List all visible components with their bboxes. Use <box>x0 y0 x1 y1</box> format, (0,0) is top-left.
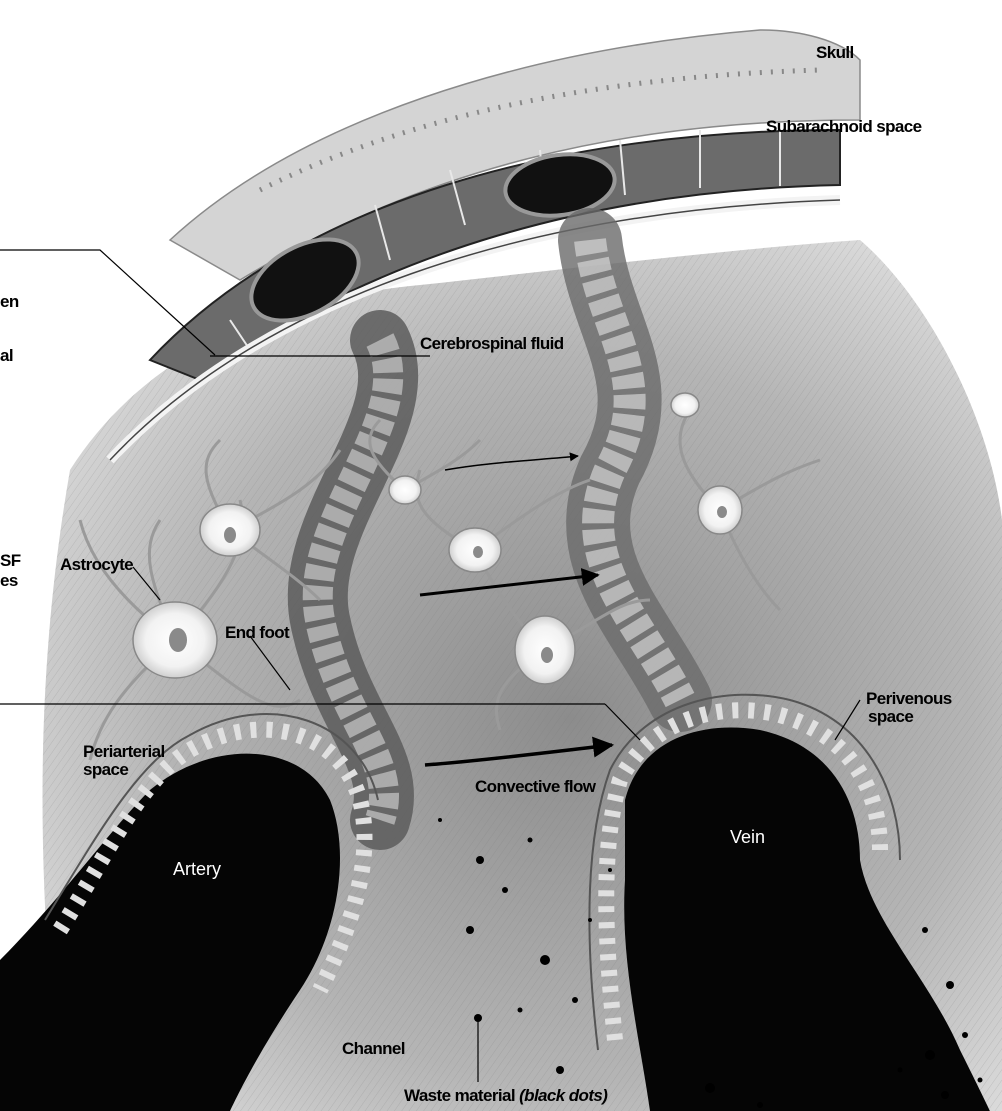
vein-label: Vein <box>730 828 765 847</box>
skull-label: Skull <box>816 44 854 62</box>
subarachnoid-space-label: Subarachnoid space <box>766 118 921 136</box>
periarterial-line2: space <box>83 761 165 779</box>
end-foot-label: End foot <box>225 624 289 642</box>
cerebrospinal-fluid-label: Cerebrospinal fluid <box>420 335 564 353</box>
waste-material-label: Waste material (black dots) <box>404 1087 607 1105</box>
astrocyte-label: Astrocyte <box>60 556 133 574</box>
perivenous-line1: Perivenous <box>866 690 952 708</box>
cropped-text-2: al <box>0 347 13 365</box>
cropped-text-1: en <box>0 293 19 311</box>
channel-label: Channel <box>342 1040 405 1058</box>
artery-label: Artery <box>173 860 221 879</box>
perivenous-space-label: Perivenous space <box>866 690 952 726</box>
astrocyte-body-7 <box>671 393 699 417</box>
perivenous-line2: space <box>866 708 952 726</box>
convective-flow-label: Convective flow <box>475 778 595 796</box>
waste-marker-dot <box>474 1014 482 1022</box>
periarterial-space-label: Periarterial space <box>83 743 165 779</box>
periarterial-line1: Periarterial <box>83 743 165 761</box>
waste-material-text: Waste material <box>404 1086 515 1105</box>
cropped-text-3: SF <box>0 552 21 570</box>
astrocyte-body-6 <box>389 476 421 504</box>
cropped-text-4: es <box>0 572 18 590</box>
waste-material-note: (black dots) <box>519 1086 607 1105</box>
